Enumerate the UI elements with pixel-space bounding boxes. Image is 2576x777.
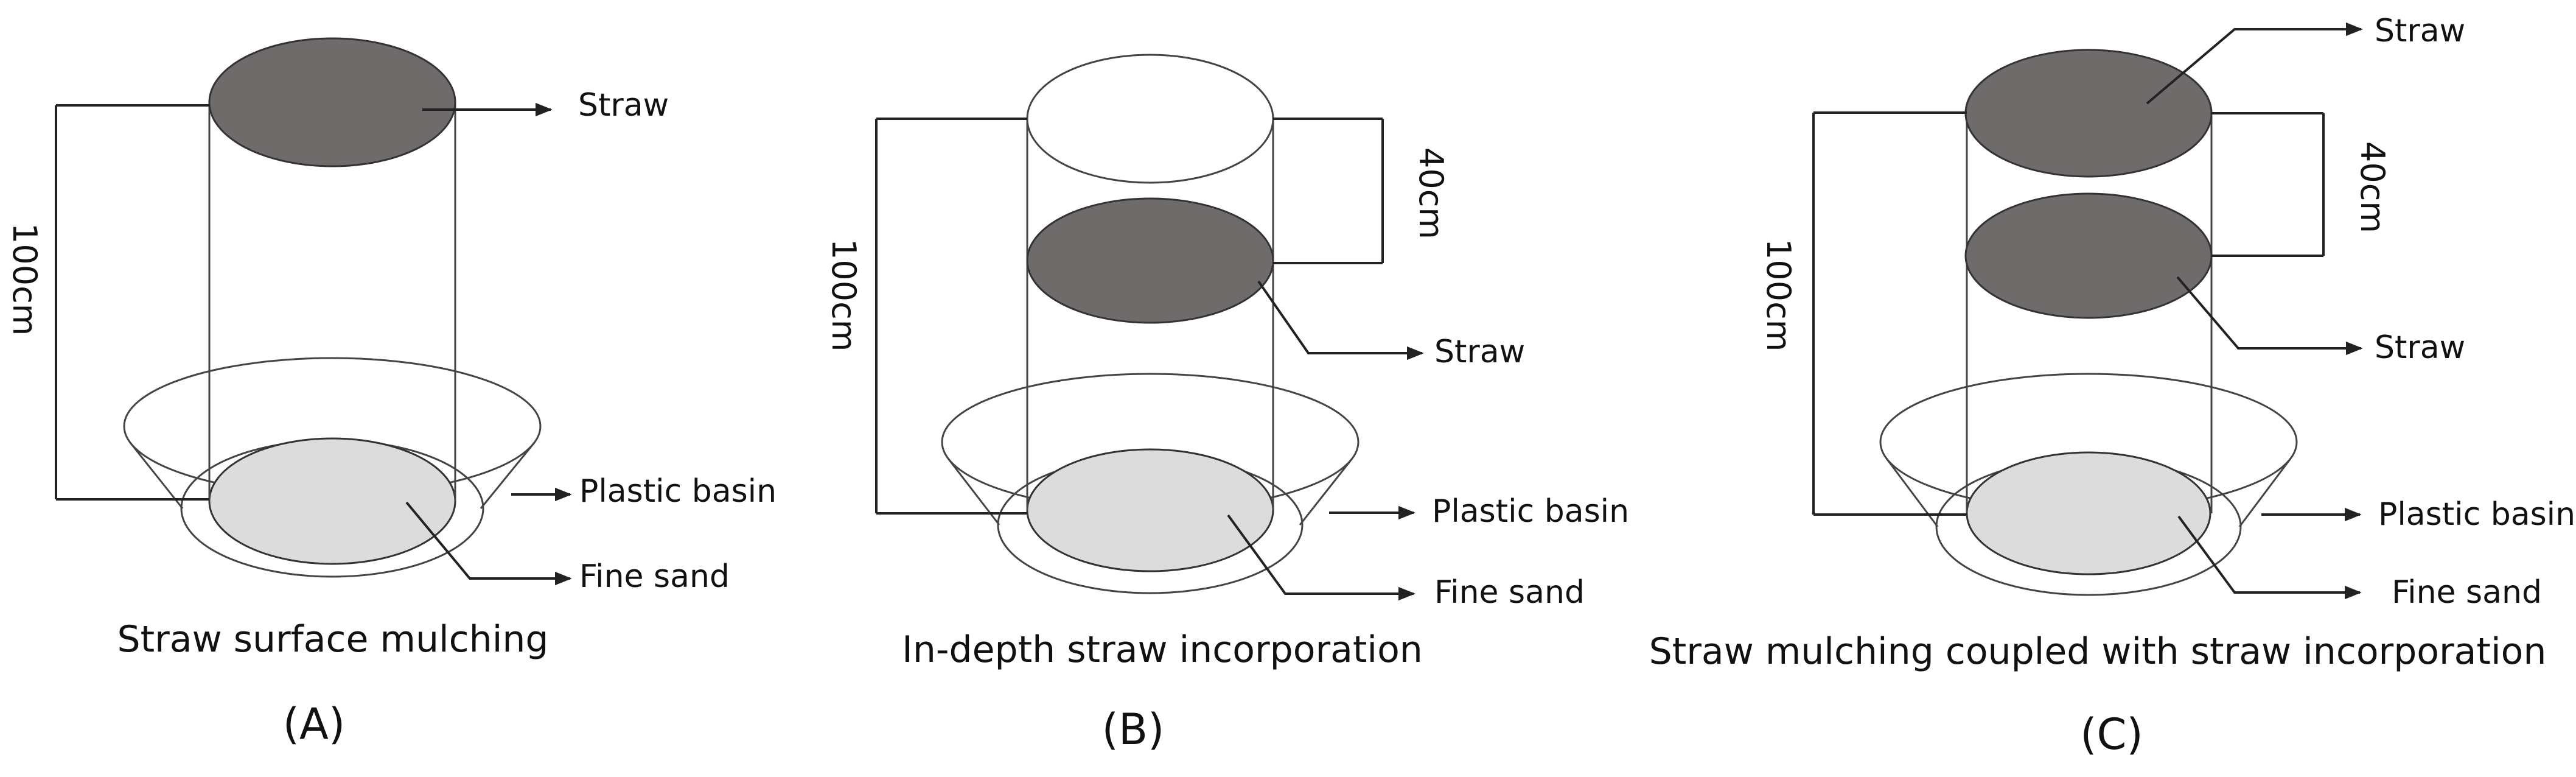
panel-caption: In-depth straw incorporation bbox=[902, 628, 1423, 671]
panel-b: 100cm 40cm Straw Plastic basin Fine sand… bbox=[825, 54, 1629, 754]
height-label: 100cm bbox=[5, 223, 44, 336]
depth-label: 40cm bbox=[1412, 147, 1450, 239]
sand-label: Fine sand bbox=[579, 558, 730, 595]
column-top-outline bbox=[1026, 54, 1274, 184]
straw-disc bbox=[1026, 197, 1274, 324]
straw-disc bbox=[208, 37, 456, 167]
height-dimension bbox=[55, 104, 209, 501]
basin-label: Plastic basin bbox=[579, 473, 777, 510]
basin-label: Plastic basin bbox=[2378, 496, 2575, 533]
depth-label: 40cm bbox=[2353, 141, 2392, 233]
panel-letter: (A) bbox=[283, 699, 346, 749]
straw-label: Straw bbox=[578, 87, 669, 124]
straw-top-label: Straw bbox=[2375, 13, 2465, 49]
panel-caption: Straw mulching coupled with straw incorp… bbox=[1649, 630, 2547, 673]
depth-dimension bbox=[1273, 118, 1384, 264]
fine-sand-disc bbox=[208, 437, 456, 565]
sand-label: Fine sand bbox=[2392, 574, 2542, 611]
straw-top-disc bbox=[1964, 49, 2213, 178]
panel-a: 100cm Straw Plastic basin Fine sand Stra… bbox=[5, 37, 777, 749]
panel-letter: (C) bbox=[2080, 709, 2143, 759]
straw-label: Straw bbox=[2375, 329, 2465, 366]
panel-caption: Straw surface mulching bbox=[117, 618, 549, 661]
height-dimension bbox=[875, 118, 1027, 515]
basin-label: Plastic basin bbox=[1432, 493, 1629, 530]
height-label: 100cm bbox=[825, 239, 863, 351]
panel-c: 100cm 40cm Straw Straw Plastic basin Fin… bbox=[1649, 13, 2575, 759]
fine-sand-disc bbox=[1966, 451, 2211, 575]
depth-dimension bbox=[2211, 112, 2325, 257]
straw-disc bbox=[1964, 192, 2213, 319]
panel-letter: (B) bbox=[1102, 705, 1165, 754]
fine-sand-disc bbox=[1026, 448, 1274, 572]
straw-label: Straw bbox=[1434, 334, 1525, 370]
sand-label: Fine sand bbox=[1434, 574, 1585, 611]
height-dimension bbox=[1812, 111, 1967, 516]
height-label: 100cm bbox=[1759, 239, 1798, 351]
